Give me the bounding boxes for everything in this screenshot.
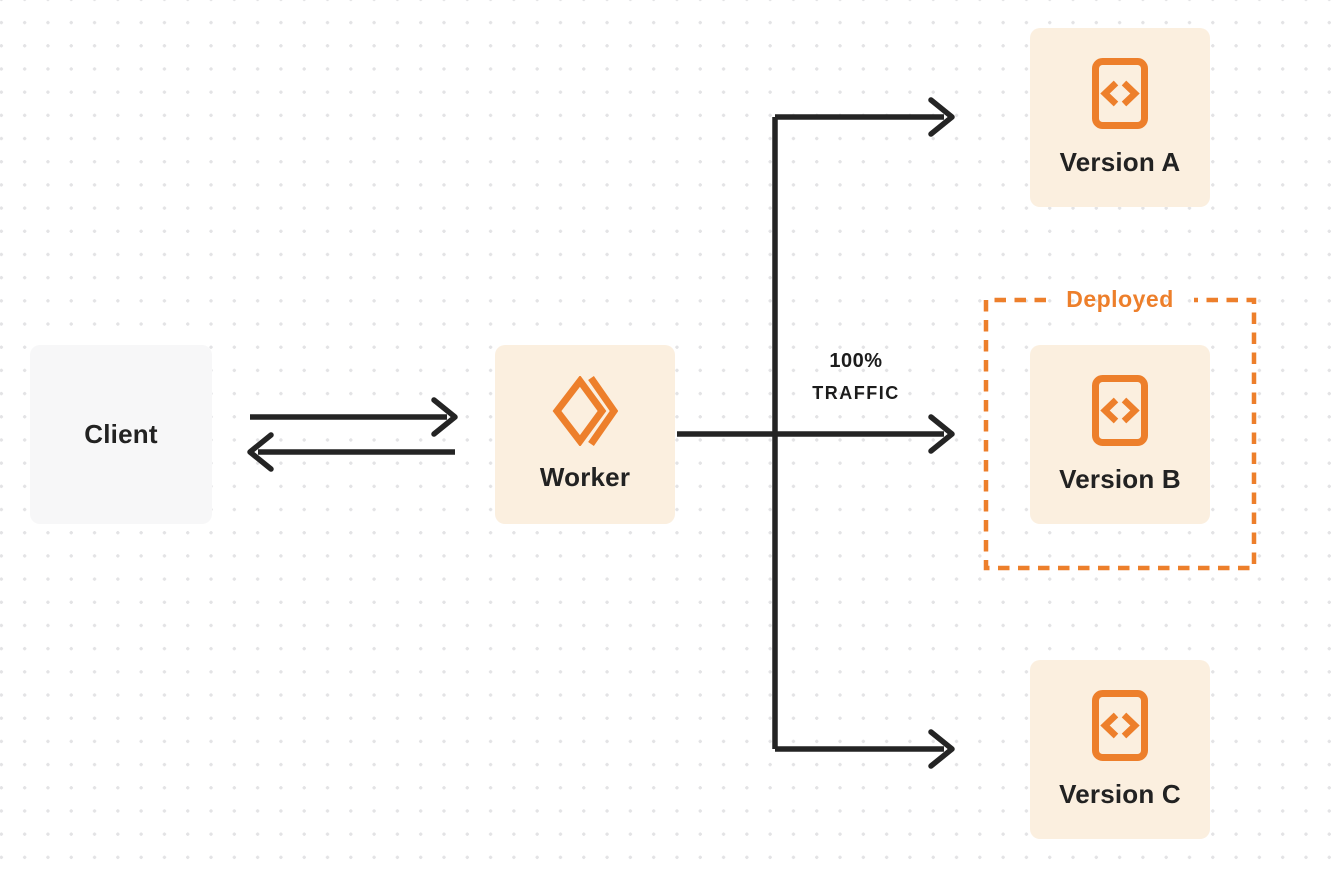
traffic-annotation: 100% TRAFFIC [776, 344, 936, 408]
code-file-icon [1092, 374, 1148, 446]
client-label: Client [84, 419, 158, 449]
branch-to-version-a-arrow [775, 97, 955, 137]
version-c-node: Version C [1030, 660, 1210, 839]
workers-logo-icon [552, 376, 618, 446]
client-node: Client [30, 345, 212, 524]
version-b-node: Version B [1030, 345, 1210, 524]
version-a-label: Version A [1059, 146, 1181, 177]
version-b-label: Version B [1059, 463, 1181, 494]
version-a-node: Version A [1030, 28, 1210, 207]
traffic-word: TRAFFIC [812, 383, 900, 403]
traffic-splitter-line [677, 117, 944, 749]
branch-to-version-b-arrow [928, 414, 955, 454]
client-to-worker-arrow [250, 397, 458, 437]
version-c-label: Version C [1059, 778, 1181, 809]
traffic-percentage: 100% [829, 350, 883, 372]
worker-to-client-arrow [247, 432, 455, 472]
code-file-icon [1092, 57, 1148, 129]
deployed-group-label: Deployed [1066, 286, 1174, 312]
branch-to-version-c-arrow [775, 729, 955, 769]
worker-node: Worker [495, 345, 675, 524]
worker-label: Worker [539, 462, 631, 492]
code-file-icon [1092, 689, 1148, 761]
